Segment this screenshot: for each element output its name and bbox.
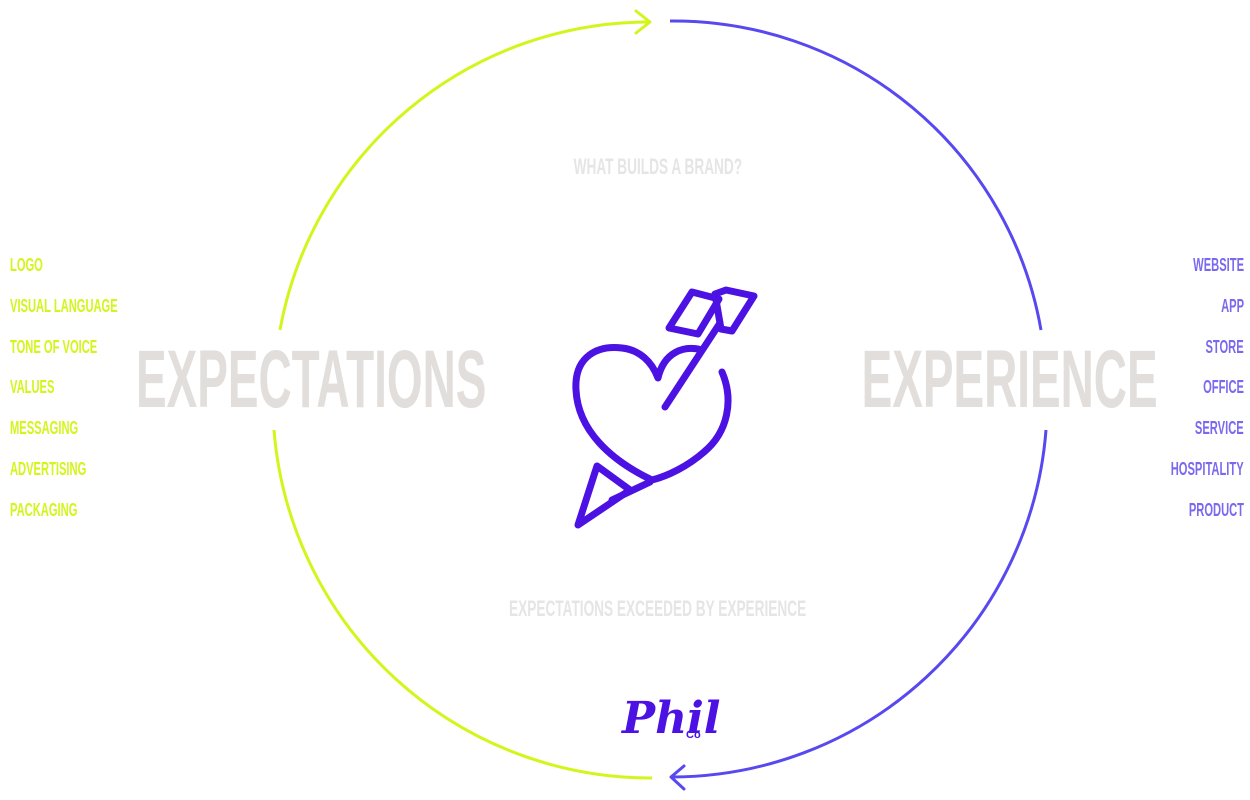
expectation-item: VALUES xyxy=(10,377,55,398)
experience-heading: EXPERIENCE xyxy=(861,334,1158,425)
expectation-item: VISUAL LANGUAGE xyxy=(10,295,118,316)
expectation-item: MESSAGING xyxy=(10,418,79,439)
expectation-item: LOGO xyxy=(10,255,43,275)
experience-item: WEBSITE xyxy=(1193,255,1244,275)
experience-arc-lower xyxy=(670,429,1048,779)
experience-item: STORE xyxy=(1205,336,1244,357)
logo-script: Phil xyxy=(620,693,721,744)
phil-co-logo: Phil Co xyxy=(620,693,721,744)
logo-co: Co xyxy=(686,729,701,741)
experience-item: SERVICE xyxy=(1195,418,1244,439)
heart-with-arrow-icon xyxy=(572,286,758,529)
conclusion-caption: EXPECTATIONS EXCEEDED BY EXPERIENCE xyxy=(509,596,807,621)
question-caption: WHAT BUILDS A BRAND? xyxy=(573,154,743,179)
experience-item: PRODUCT xyxy=(1188,499,1244,520)
expectation-item: PACKAGING xyxy=(10,499,78,520)
experience-arc-upper xyxy=(669,19,1043,331)
experience-item: APP xyxy=(1221,295,1244,316)
expectations-arc-lower xyxy=(272,429,653,780)
arrow-head-bottom-icon xyxy=(669,764,686,791)
expectations-heading: EXPECTATIONS xyxy=(136,334,487,425)
expectations-arc-upper xyxy=(278,20,651,331)
experience-item: HOSPITALITY xyxy=(1171,458,1244,479)
experience-list: WEBSITE APP STORE OFFICE SERVICE HOSPITALITY P… xyxy=(1126,254,1244,540)
experience-item: OFFICE xyxy=(1203,377,1244,398)
expectation-item: ADVERTISING xyxy=(10,458,87,479)
arrow-head-top-icon xyxy=(634,9,652,35)
expectation-item: TONE OF VOICE xyxy=(10,336,98,357)
expectations-list: LOGO VISUAL LANGUAGE TONE OF VOICE VALUES ME… xyxy=(10,254,184,540)
